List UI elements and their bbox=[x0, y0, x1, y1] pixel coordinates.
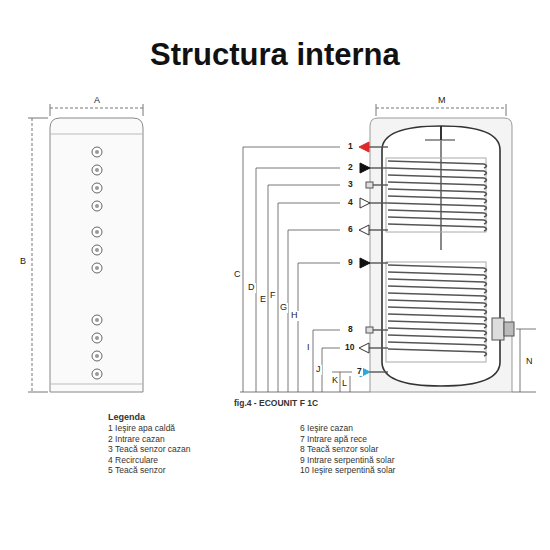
callout-number: 4 bbox=[347, 198, 354, 207]
dimension-letter: E bbox=[259, 295, 267, 305]
callout-number: 9 bbox=[347, 258, 354, 267]
figure-caption: fig.4 - ECOUNIT F 1C bbox=[234, 399, 318, 408]
dimension-letter: K bbox=[331, 376, 339, 386]
callout-number: 8 bbox=[347, 325, 354, 334]
legend-item: 10 Ieşire serpentină solar bbox=[300, 466, 395, 475]
legend-item: 5 Teacă senzor bbox=[108, 466, 166, 475]
dimension-letter: N bbox=[525, 357, 534, 367]
legend-item: 3 Teacă senzor cazan bbox=[108, 445, 191, 454]
dimension-letter: A bbox=[93, 96, 101, 106]
callout-number: 1 bbox=[347, 142, 354, 151]
page-title: Structura interna bbox=[150, 38, 400, 72]
dimension-letter: M bbox=[437, 96, 447, 106]
callout-number: 6 bbox=[347, 225, 354, 234]
callout-number: 2 bbox=[347, 163, 354, 172]
dimension-letter: G bbox=[279, 303, 288, 313]
legend-item: 1 Ieşire apa caldă bbox=[108, 424, 175, 433]
dimension-letter: H bbox=[290, 311, 299, 321]
dimension-letter: F bbox=[269, 291, 277, 301]
dimension-letter: L bbox=[341, 379, 348, 389]
callout-number: 10 bbox=[344, 343, 355, 352]
legend-item: 9 Intrare serpentină solar bbox=[300, 456, 395, 465]
callout-number: 3 bbox=[347, 180, 354, 189]
dimension-letter: I bbox=[306, 343, 311, 353]
dimension-letter: D bbox=[247, 283, 256, 293]
legend-heading: Legenda bbox=[108, 413, 145, 423]
dimension-letter: C bbox=[233, 270, 242, 280]
legend-item: 8 Teacă senzor solar bbox=[300, 445, 378, 454]
legend-item: 2 Intrare cazan bbox=[108, 435, 165, 444]
legend-item: 7 Intrare apă rece bbox=[300, 435, 367, 444]
legend-item: 6 Ieşire cazan bbox=[300, 424, 353, 433]
legend-item: 4 Recirculare bbox=[108, 456, 158, 465]
callout-number: 7 bbox=[356, 367, 363, 376]
dimension-letter: J bbox=[315, 365, 322, 375]
dimension-letter: B bbox=[19, 257, 27, 267]
